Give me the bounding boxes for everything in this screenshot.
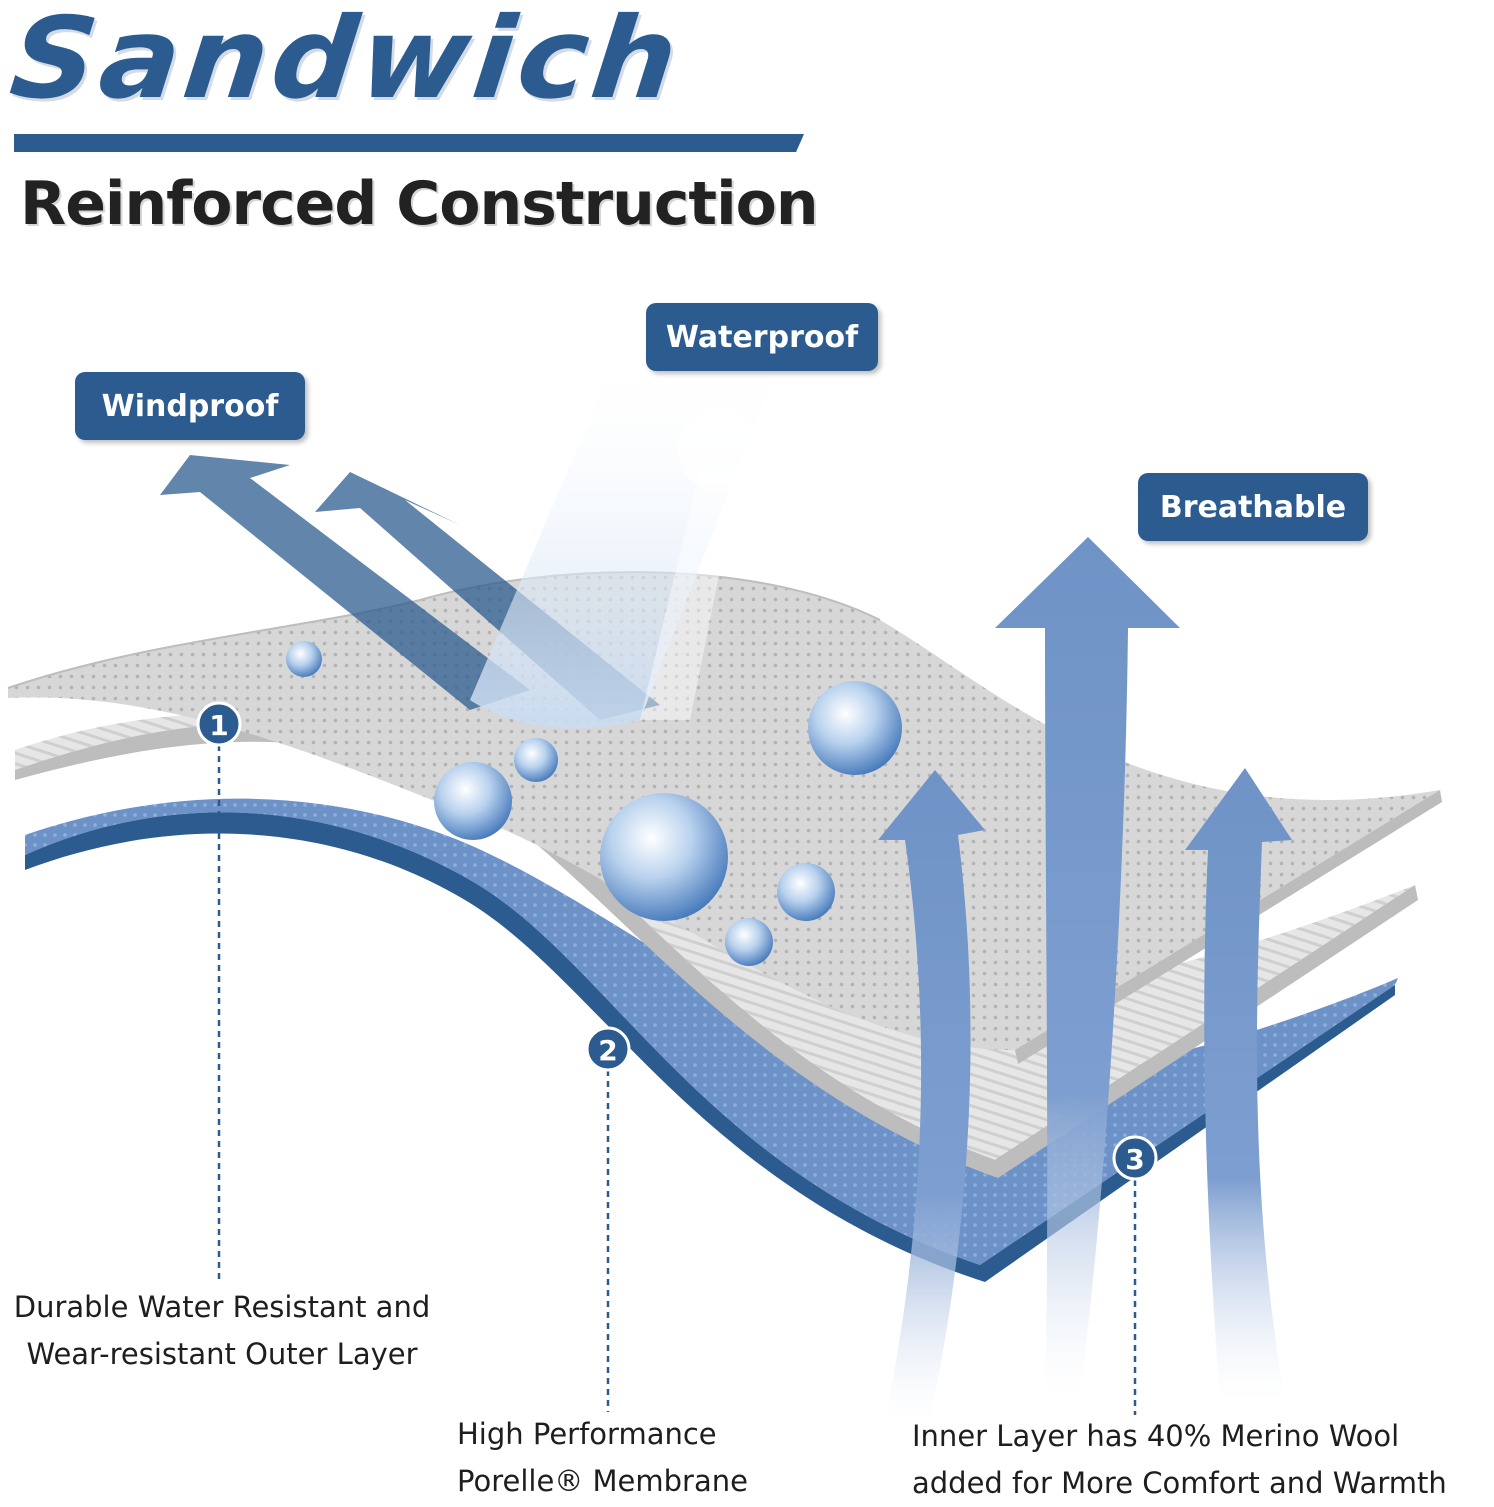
layer-1-caption-line-1: Durable Water Resistant and (13, 1290, 431, 1324)
layer-1-caption-line-2: Wear-resistant Outer Layer (26, 1337, 418, 1371)
page-subtitle: Reinforced Construction (20, 169, 819, 239)
layer-3-caption: Inner Layer has 40% Merino Wool added fo… (912, 1413, 1447, 1507)
title-underline-bar (14, 134, 804, 152)
layer-1-caption: Durable Water Resistant and Wear-resista… (2, 1284, 442, 1378)
water-droplets (286, 641, 902, 966)
layer-2-caption-line-2: Porelle® Membrane (457, 1464, 748, 1498)
leader-lines (217, 745, 1137, 1415)
layer-number-1: 1 (196, 701, 242, 747)
layer-2-caption-line-1: High Performance (457, 1417, 717, 1451)
windproof-badge: Windproof (75, 372, 305, 440)
waterproof-beam (470, 360, 780, 729)
layer-number-1-label: 1 (209, 709, 228, 742)
layer-number-2: 2 (585, 1026, 631, 1072)
waterproof-badge: Waterproof (646, 303, 878, 371)
breathable-badge: Breathable (1138, 473, 1368, 541)
layer-number-3-label: 3 (1125, 1143, 1144, 1176)
layer-2-caption: High Performance Porelle® Membrane (457, 1411, 748, 1505)
layer-number-3: 3 (1112, 1135, 1158, 1181)
layer-number-2-label: 2 (598, 1034, 617, 1067)
layer-3-caption-line-2: added for More Comfort and Warmth (912, 1466, 1447, 1500)
layer-3-caption-line-1: Inner Layer has 40% Merino Wool (912, 1419, 1400, 1453)
breathable-arrows (878, 537, 1292, 1420)
